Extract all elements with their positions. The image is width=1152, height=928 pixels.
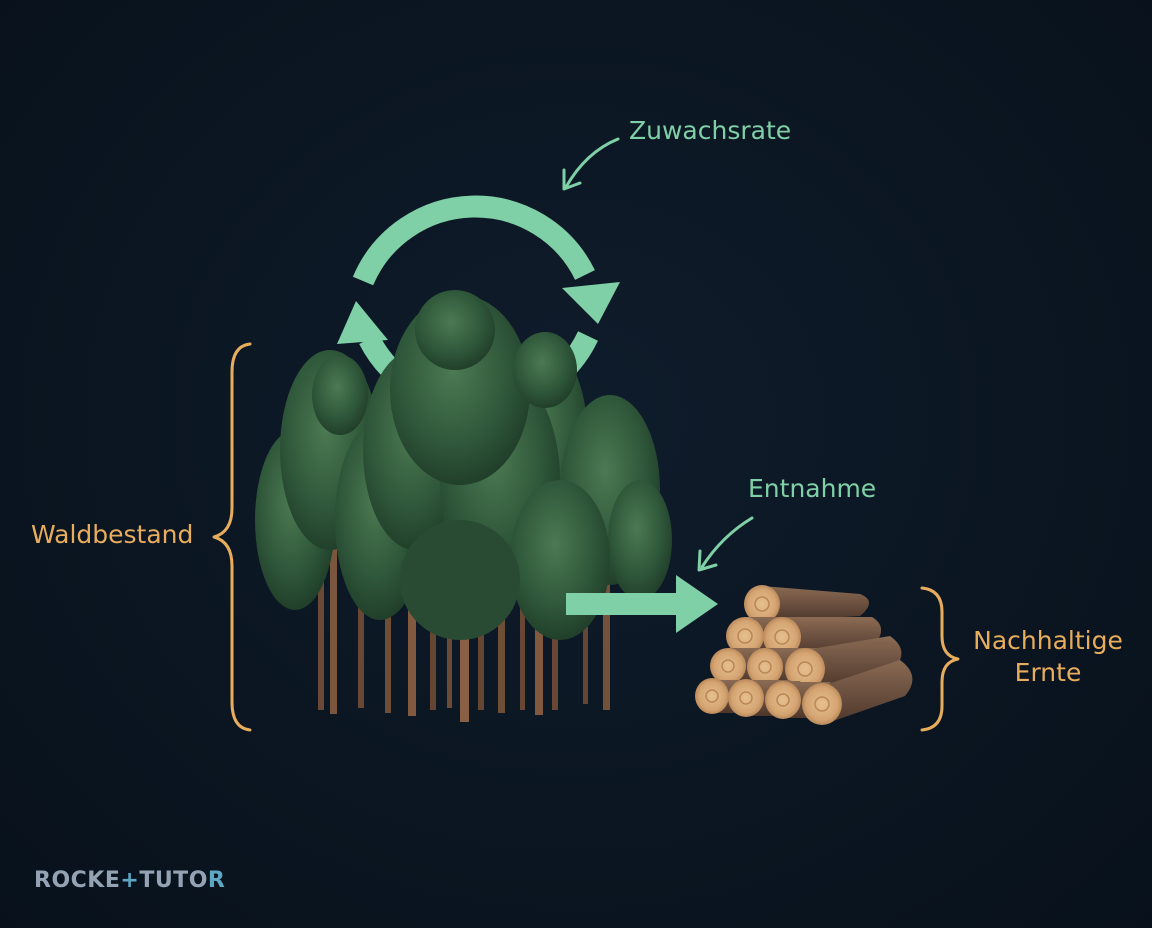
cycle-arrowhead-left [337, 301, 388, 344]
brace-waldbestand [212, 342, 252, 732]
label-waldbestand: Waldbestand [31, 520, 194, 549]
label-ernte-line2: Ernte [1014, 658, 1082, 687]
cycle-arc-top [352, 195, 595, 286]
cycle-arrowhead-right [562, 282, 620, 324]
label-entnahme: Entnahme [748, 474, 877, 503]
logo-part4: R [207, 868, 226, 893]
logo-part1: ROCKE [34, 868, 121, 893]
right-arrow-icon [566, 575, 718, 633]
brand-logo: ROCKE+TUTOR [34, 868, 225, 893]
pointer-arrow-zuwachs [562, 137, 620, 191]
pine-forest-icon [255, 290, 672, 722]
logo-plus: + [120, 868, 140, 893]
label-zuwachsrate: Zuwachsrate [629, 116, 792, 145]
brace-ernte [920, 586, 960, 732]
logo-part3: TUTO [139, 868, 208, 893]
log-pile-icon [695, 585, 913, 725]
pointer-arrow-entnahme [697, 516, 754, 572]
label-ernte-line1: Nachhaltige [973, 626, 1123, 655]
label-nachhaltige-ernte: Nachhaltige Ernte [968, 625, 1128, 689]
